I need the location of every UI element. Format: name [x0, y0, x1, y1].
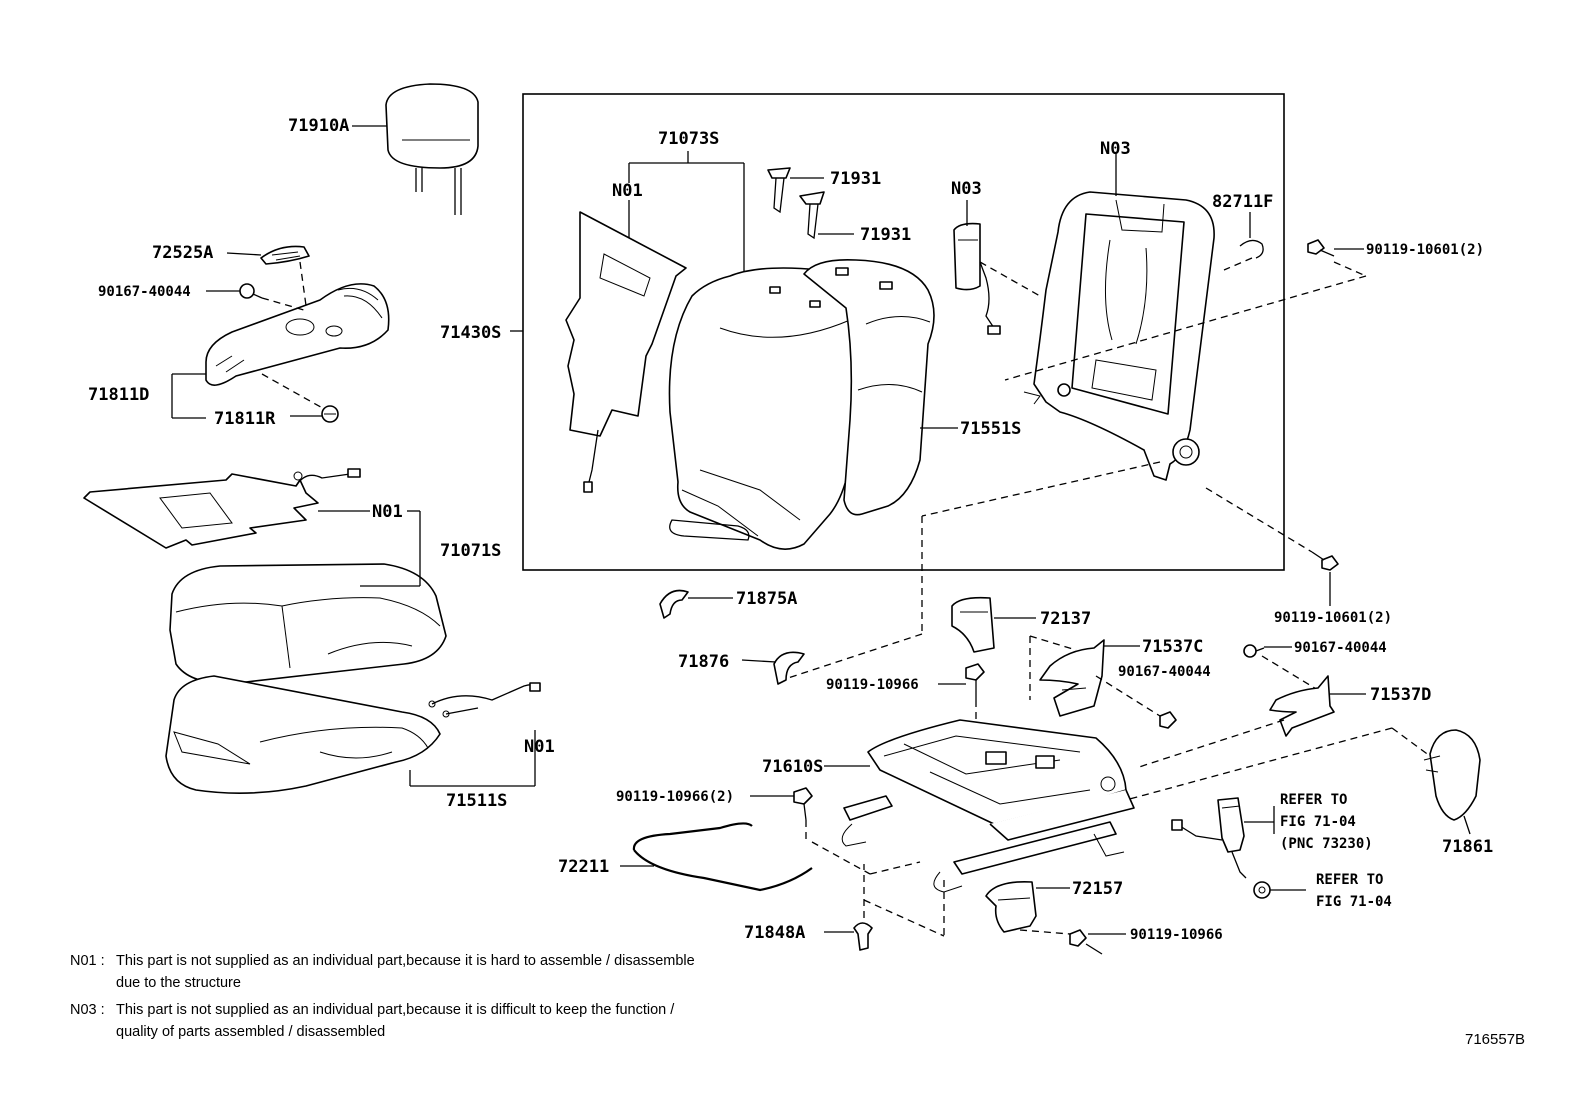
label-back-pad: 71551S — [960, 419, 1021, 439]
shield-cover-part[interactable] — [260, 245, 310, 265]
seat-back-cover[interactable] — [668, 267, 855, 550]
bolt-left-2[interactable] — [793, 787, 813, 821]
screw-left[interactable] — [239, 283, 263, 299]
lever-cover[interactable] — [985, 880, 1037, 933]
label-refer-belt-3: (PNC 73230) — [1280, 836, 1373, 852]
cushion-sensor-mat[interactable] — [83, 468, 361, 549]
label-hook: 82711F — [1212, 192, 1273, 212]
label-cushion-sensor-n01: N01 — [372, 502, 403, 522]
side-cover[interactable] — [1423, 729, 1481, 821]
note-n03-line2: quality of parts assembled / disassemble… — [116, 1024, 386, 1040]
figure-id: 716557B — [1465, 1031, 1526, 1048]
cushion-cover[interactable] — [169, 563, 447, 684]
label-refer-nut-1: REFER TO — [1316, 872, 1383, 888]
bolt-center[interactable] — [965, 663, 985, 700]
label-shield-clip: 71811R — [214, 409, 276, 429]
seat-belt-buckle[interactable] — [1171, 797, 1247, 879]
label-headrest: 71910A — [288, 116, 349, 136]
note-n03-code: N03 : — [70, 1002, 105, 1018]
label-shield-cover: 72525A — [152, 243, 213, 263]
cover-clip[interactable] — [773, 651, 805, 685]
label-hinge-cover-c: 71537C — [1142, 637, 1203, 657]
label-clip-upper: 71931 — [830, 169, 881, 189]
label-clip-lower: 71931 — [860, 225, 911, 245]
note-n01-code: N01 : — [70, 953, 105, 969]
label-cover-clip-a: 71875A — [736, 589, 797, 609]
label-cap: 71848A — [744, 923, 805, 943]
headrest[interactable] — [385, 83, 479, 215]
recliner-cover[interactable] — [951, 596, 995, 653]
label-refer-nut-2: FIG 71-04 — [1316, 894, 1392, 910]
note-n01-line2: due to the structure — [116, 975, 241, 991]
label-bolt-upper-right: 90119-10601(2) — [1366, 242, 1484, 258]
label-back-cover-assy: 71073S — [658, 129, 719, 149]
hinge-cover-d[interactable] — [1269, 675, 1335, 737]
clip-lower[interactable] — [799, 191, 825, 240]
back-pad-sensor[interactable] — [565, 211, 687, 493]
hinge-cover-c[interactable] — [1039, 639, 1105, 717]
label-cover-clip: 71876 — [678, 652, 729, 672]
label-refer-belt-1: REFER TO — [1280, 792, 1347, 808]
cushion-pad[interactable] — [165, 675, 441, 794]
seat-back-pad[interactable] — [803, 258, 935, 516]
shield-clip[interactable] — [321, 405, 339, 423]
label-wire-n01: N01 — [524, 737, 555, 757]
label-cushion-cover-assy: 71071S — [440, 541, 501, 561]
seat-back-frame[interactable] — [1023, 191, 1215, 481]
label-side-cover: 71861 — [1442, 837, 1493, 857]
label-refer-belt-2: FIG 71-04 — [1280, 814, 1356, 830]
note-n01-line1: This part is not supplied as an individu… — [116, 953, 695, 969]
cushion-wire[interactable] — [428, 682, 541, 718]
nut[interactable] — [1253, 881, 1271, 899]
bolt-lower-right[interactable] — [1311, 551, 1339, 571]
bolt-bottom[interactable] — [1069, 929, 1103, 955]
label-recliner-cover: 72137 — [1040, 609, 1091, 629]
label-back-pad-n01: N01 — [612, 181, 643, 201]
label-screw-left: 90167-40044 — [98, 284, 191, 300]
label-bolt-bottom: 90119-10966 — [1130, 927, 1223, 943]
note-n03-line1: This part is not supplied as an individu… — [116, 1002, 675, 1018]
cover-clip-a[interactable] — [659, 589, 689, 619]
wire-harness[interactable] — [632, 822, 813, 892]
note-n03: N03 : This part is not supplied as an ind… — [70, 999, 674, 1043]
label-airbag-n03: N03 — [951, 179, 982, 199]
hook[interactable] — [1239, 239, 1264, 259]
side-airbag[interactable] — [953, 222, 1001, 335]
label-back-frame-n03: N03 — [1100, 139, 1131, 159]
clip-upper[interactable] — [767, 167, 791, 214]
label-shield-inner: 71811D — [88, 385, 149, 405]
cap[interactable] — [853, 922, 873, 951]
screw-right-a[interactable] — [1243, 644, 1265, 658]
label-bolt-center: 90119-10966 — [826, 677, 919, 693]
label-screw-right-a: 90167-40044 — [1294, 640, 1387, 656]
label-cushion-pad: 71511S — [446, 791, 507, 811]
label-screw-right-b: 90167-40044 — [1118, 664, 1211, 680]
label-lever-cover: 72157 — [1072, 879, 1123, 899]
label-wire-harness: 72211 — [558, 857, 609, 877]
label-adjuster: 71610S — [762, 757, 823, 777]
label-bolt-left-2: 90119-10966(2) — [616, 789, 734, 805]
note-n01: N01 : This part is not supplied as an ind… — [70, 950, 695, 994]
seat-back-group-box — [522, 93, 1285, 571]
screw-right-b[interactable] — [1159, 711, 1177, 729]
seat-adjuster[interactable] — [841, 719, 1135, 893]
label-bolt-lower-right: 90119-10601(2) — [1274, 610, 1392, 626]
bolt-upper-right[interactable] — [1307, 239, 1335, 257]
label-hinge-cover-d: 71537D — [1370, 685, 1431, 705]
label-seat-back-assy: 71430S — [440, 323, 501, 343]
cushion-shield[interactable] — [205, 283, 390, 386]
